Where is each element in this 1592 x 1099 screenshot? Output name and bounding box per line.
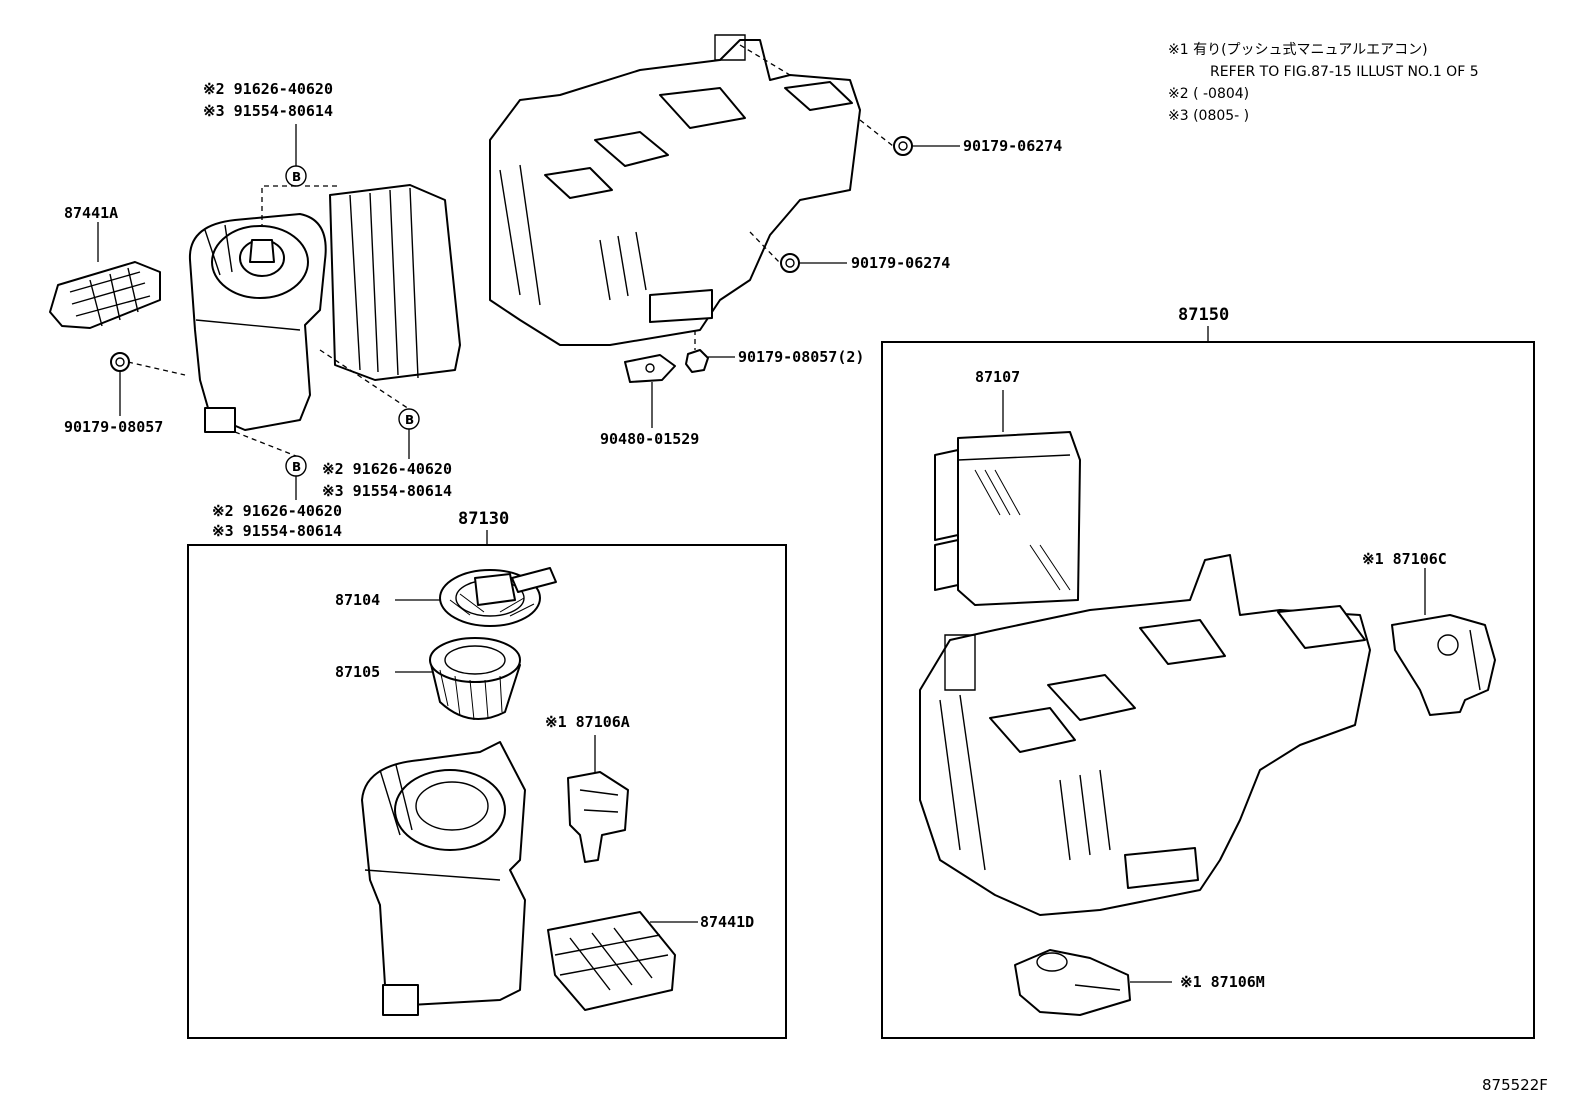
notes-block: ※1 有り(プッシュ式マニュアルエアコン) REFER TO FIG.87-15… xyxy=(1168,42,1479,124)
ref-b-top: B xyxy=(285,165,307,187)
ref-b-mid: B xyxy=(398,408,420,430)
label-87130: 87130 xyxy=(458,509,509,529)
ref-b-top-letter: B xyxy=(292,170,301,184)
note-line-2: REFER TO FIG.87-15 ILLUST NO.1 OF 5 xyxy=(1210,64,1479,80)
frame-87150 xyxy=(881,341,1535,1039)
ref-b-mid-letter: B xyxy=(405,413,414,427)
label-90480-01529: 90480-01529 xyxy=(600,430,699,448)
servo-87106c xyxy=(1391,614,1496,716)
label-87150: 87150 xyxy=(1178,305,1229,325)
label-90179-08057-2: 90179-08057(2) xyxy=(738,348,864,366)
label-87104: 87104 xyxy=(335,591,380,609)
note-line-4: ※3 (0805- ) xyxy=(1168,108,1249,124)
label-87106c: ※1 87106C xyxy=(1362,550,1447,568)
ref-b-low-letter: B xyxy=(292,460,301,474)
label-b3-line1: ※2 91626-40620 xyxy=(212,502,342,520)
label-87105: 87105 xyxy=(335,663,380,681)
frame-87130 xyxy=(187,544,787,1039)
servo-87106m xyxy=(1014,949,1131,1016)
label-b2-line2: ※3 91554-80614 xyxy=(322,482,452,500)
blower-case-87130 xyxy=(361,741,526,1016)
blower-case-top xyxy=(188,213,327,433)
filter-87441d xyxy=(547,911,676,1011)
heater-case-top xyxy=(489,34,861,346)
note-line-1: ※1 有り(プッシュ式マニュアルエアコン) xyxy=(1168,42,1428,58)
label-b1-line2: ※3 91554-80614 xyxy=(203,102,333,120)
nut-90179-08057-2 xyxy=(685,349,709,373)
fan-87105 xyxy=(429,637,521,721)
label-b3-line2: ※3 91554-80614 xyxy=(212,522,342,540)
note-line-3: ※2 ( -0804) xyxy=(1168,86,1249,102)
servo-87106a xyxy=(567,771,629,863)
heater-core-87107 xyxy=(934,431,1081,606)
label-87106m: ※1 87106M xyxy=(1180,973,1265,991)
blower-motor-87104 xyxy=(439,567,557,627)
evaporator-unit-top xyxy=(329,184,461,381)
label-87441d: 87441D xyxy=(700,913,754,931)
label-87106a: ※1 87106A xyxy=(545,713,630,731)
heater-case-87150 xyxy=(919,554,1371,916)
label-b1-line1: ※2 91626-40620 xyxy=(203,80,333,98)
label-90179-06274-top: 90179-06274 xyxy=(963,137,1062,155)
dashed-connectors xyxy=(127,44,894,457)
nut-90179-06274-top xyxy=(893,136,913,156)
leader-lines-top xyxy=(97,124,960,500)
label-90179-08057-left: 90179-08057 xyxy=(64,418,163,436)
ref-b-low: B xyxy=(285,455,307,477)
group-87150: 87150 87107 ※1 87106C xyxy=(881,305,1535,1039)
label-90179-06274-mid: 90179-06274 xyxy=(851,254,950,272)
nut-90179-08057-left xyxy=(110,352,130,372)
label-b2-line1: ※2 91626-40620 xyxy=(322,460,452,478)
label-87441a: 87441A xyxy=(64,204,118,222)
blower-filter-87441A xyxy=(49,261,161,329)
nut-90179-06274-mid xyxy=(780,253,800,273)
clip-90480-01529 xyxy=(624,354,676,383)
figure-code: 875522F xyxy=(1482,1076,1548,1094)
group-87130: 87130 87104 87105 xyxy=(187,509,787,1039)
label-87107: 87107 xyxy=(975,368,1020,386)
